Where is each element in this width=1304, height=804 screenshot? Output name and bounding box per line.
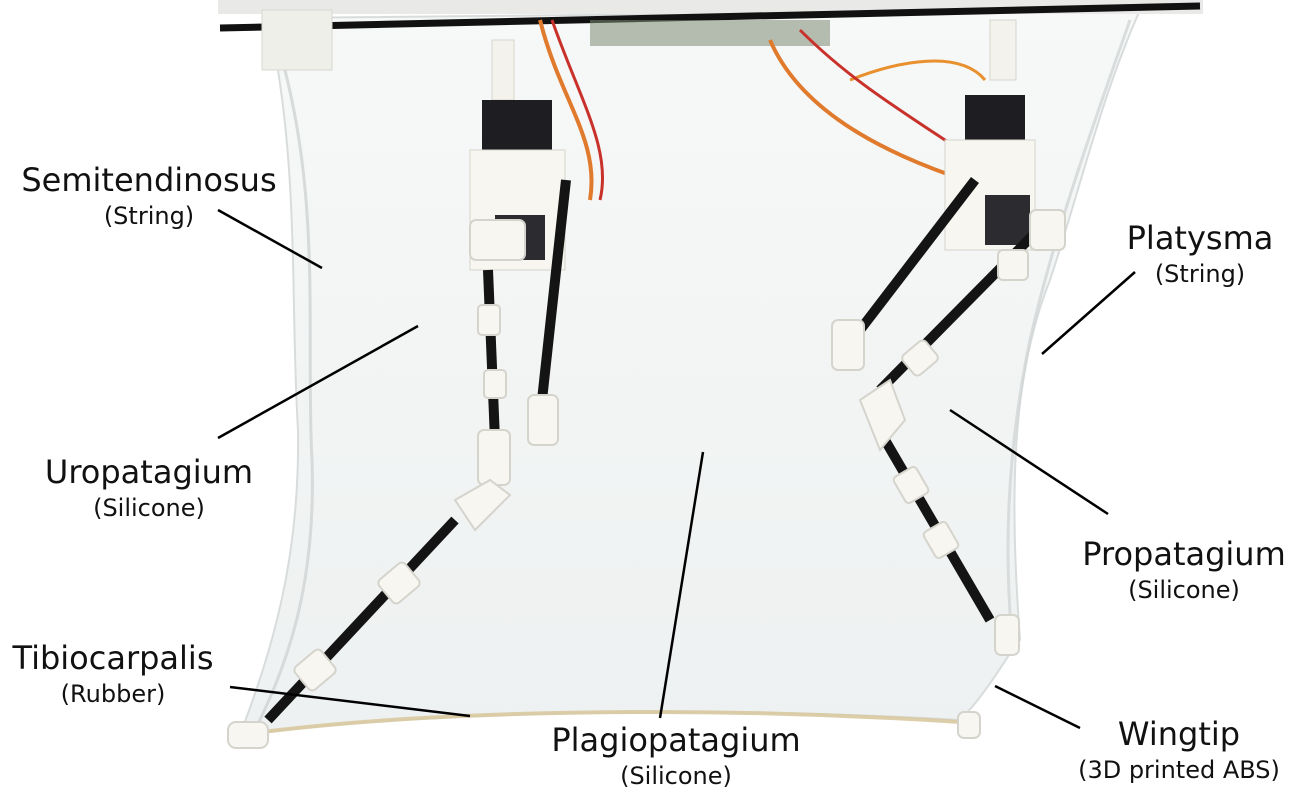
label-tibiocarpalis-name: Tibiocarpalis	[12, 639, 214, 677]
label-uropatagium: Uropatagium (Silicone)	[24, 456, 274, 520]
label-platysma-name: Platysma	[1126, 219, 1274, 257]
top-bracket-left	[261, 9, 333, 71]
right-rod-upper	[856, 176, 979, 334]
label-wingtip-material: (3D printed ABS)	[1078, 756, 1280, 784]
wire-right-orange-2	[849, 59, 987, 82]
label-propatagium: Propatagium (Silicone)	[1066, 538, 1302, 602]
membrane-right-edge	[1006, 19, 1132, 641]
left-rod-diagonal	[264, 516, 459, 724]
label-wingtip-name: Wingtip	[1117, 715, 1241, 753]
left-joints	[227, 219, 559, 749]
leader-tibiocarpalis	[229, 685, 471, 718]
leader-semitendinosus	[217, 208, 323, 270]
label-propatagium-name: Propatagium	[1082, 535, 1286, 573]
right-joints	[831, 209, 1066, 739]
wire-right-red	[798, 28, 961, 152]
label-semitendinosus: Semitendinosus (String)	[4, 164, 294, 228]
electronics-board	[590, 20, 830, 46]
label-uropatagium-material: (Silicone)	[93, 494, 205, 522]
leader-platysma	[1041, 271, 1136, 355]
left-rod-upper-b	[537, 179, 571, 401]
label-semitendinosus-name: Semitendinosus	[21, 161, 277, 199]
label-wingtip: Wingtip (3D printed ABS)	[1058, 718, 1300, 782]
label-plagiopatagium: Plagiopatagium (Silicone)	[526, 724, 826, 788]
label-plagiopatagium-material: (Silicone)	[620, 762, 732, 790]
right-servo-bottom	[985, 195, 1030, 245]
wire-left-red	[550, 19, 605, 201]
leader-propatagium	[949, 408, 1109, 516]
wire-left-orange	[538, 19, 594, 201]
leader-lines	[217, 208, 1136, 730]
top-carbon-bar	[219, 2, 1201, 32]
label-uropatagium-name: Uropatagium	[44, 453, 254, 491]
label-tibiocarpalis: Tibiocarpalis (Rubber)	[0, 642, 226, 706]
leader-uropatagium	[217, 324, 419, 440]
membrane-trailing-edge	[239, 710, 961, 737]
membrane-left-edge	[253, 19, 314, 731]
label-platysma: Platysma (String)	[1100, 222, 1300, 286]
left-rod-upper-a	[483, 269, 500, 441]
label-tibiocarpalis-material: (Rubber)	[60, 680, 166, 708]
left-mount-post	[491, 39, 515, 101]
leader-wingtip	[994, 684, 1081, 730]
label-platysma-material: (String)	[1154, 260, 1246, 288]
label-propatagium-material: (Silicone)	[1128, 576, 1240, 604]
leader-plagiopatagium	[658, 451, 705, 719]
label-plagiopatagium-name: Plagiopatagium	[551, 721, 801, 759]
right-mount-post	[989, 19, 1017, 81]
wire-right-orange	[768, 39, 951, 177]
label-semitendinosus-material: (String)	[103, 202, 195, 230]
